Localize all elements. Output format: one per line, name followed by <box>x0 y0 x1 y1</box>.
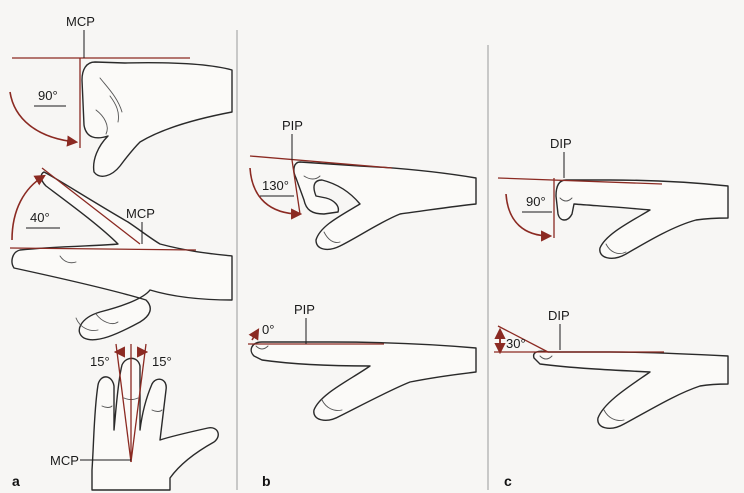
hand-a3-illustration <box>92 358 218 490</box>
panel-label-a: a <box>12 473 20 489</box>
joint-label-pip: PIP <box>294 302 315 317</box>
figure-b1-pip-flexion: PIP 130° <box>250 118 476 249</box>
angle-label: 40° <box>30 210 50 225</box>
joint-label-dip: DIP <box>548 308 570 323</box>
figure-a1-mcp-flexion: MCP 90° <box>10 14 232 176</box>
figure-c1-dip-flexion: DIP 90° <box>498 136 728 258</box>
joint-label-pip: PIP <box>282 118 303 133</box>
panel-b: PIP 130° PIP 0° b <box>248 118 476 489</box>
hand-b1-illustration <box>294 162 476 249</box>
figure-b2-pip-extension: PIP 0° <box>248 302 476 420</box>
angle-label: 0° <box>262 322 274 337</box>
hand-c2-illustration <box>534 351 728 428</box>
extension-arrow <box>252 330 258 340</box>
figure-c2-dip-extension: DIP 30° <box>494 308 728 428</box>
angle-label: 130° <box>262 178 289 193</box>
hand-c1-illustration <box>556 180 728 258</box>
angle-label-left: 15° <box>90 354 110 369</box>
joint-label-mcp: MCP <box>66 14 95 29</box>
angle-label-right: 15° <box>152 354 172 369</box>
panel-label-c: c <box>504 473 512 489</box>
angle-label: 90° <box>526 194 546 209</box>
figure-a2-mcp-extension: MCP 40° <box>10 168 232 340</box>
angle-label: 30° <box>506 336 526 351</box>
panel-label-b: b <box>262 473 271 489</box>
joint-label-dip: DIP <box>550 136 572 151</box>
angle-label: 90° <box>38 88 58 103</box>
joint-label-mcp: MCP <box>126 206 155 221</box>
joint-label-mcp: MCP <box>50 453 79 468</box>
hand-a2-illustration <box>12 172 232 340</box>
panel-c: DIP 90° DIP 30° c <box>494 136 728 489</box>
extension-arc-arrow <box>12 176 44 240</box>
hand-b2-illustration <box>251 342 476 420</box>
panel-a: MCP 90° MCP 40° 15° 15° <box>10 14 232 490</box>
figure-a3-mcp-abduction: 15° 15° MCP <box>50 344 218 490</box>
